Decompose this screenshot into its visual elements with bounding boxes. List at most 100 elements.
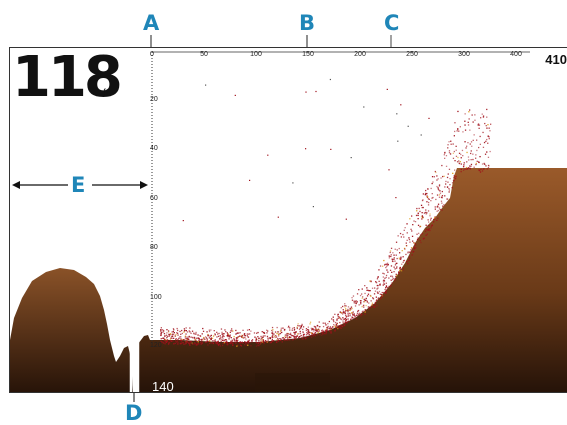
sonar-return	[212, 340, 214, 342]
sonar-return	[353, 314, 355, 316]
sonar-return	[417, 224, 420, 226]
sonar-return	[472, 139, 474, 141]
sonar-return	[314, 333, 316, 335]
sonar-return	[168, 333, 170, 335]
sonar-return	[229, 331, 231, 333]
sonar-return	[354, 316, 356, 318]
sonar-return	[449, 153, 452, 155]
sonar-return	[461, 149, 464, 152]
sonar-return	[469, 143, 471, 145]
sonar-return	[385, 291, 387, 294]
sonar-return	[332, 319, 335, 321]
sonar-return	[267, 337, 269, 339]
sonar-return	[335, 324, 337, 326]
sonar-image	[10, 51, 567, 392]
sonar-return	[283, 329, 286, 331]
sonar-return	[235, 329, 237, 332]
sonar-return	[302, 338, 304, 340]
sonar-return	[279, 338, 281, 340]
sonar-return	[201, 333, 203, 335]
sonar-return	[294, 332, 296, 334]
sonar-return	[302, 331, 304, 333]
sonar-return	[237, 336, 239, 338]
sonar-return	[273, 333, 275, 335]
sonar-return	[430, 227, 432, 229]
sonar-returns	[160, 78, 492, 347]
sonar-return	[428, 201, 430, 204]
sonar-return	[284, 339, 286, 342]
sonar-return	[303, 336, 306, 338]
sonar-return	[336, 322, 338, 324]
sonar-return	[201, 342, 204, 344]
sonar-return	[455, 149, 457, 151]
sonar-return	[385, 274, 388, 277]
sonar-return	[416, 207, 418, 210]
sonar-return	[174, 342, 176, 344]
sonar-return	[466, 151, 468, 154]
sonar-return	[368, 306, 370, 308]
sonar-return	[186, 331, 189, 333]
sonar-return	[277, 331, 279, 333]
sonar-return	[342, 309, 344, 311]
sonar-return	[203, 336, 205, 339]
sonar-return	[347, 320, 350, 322]
sonar-display[interactable]: E 118 ft 0 50 100 150 200 250 300 400 41…	[9, 47, 567, 393]
sonar-return	[450, 140, 452, 142]
sonar-return	[339, 321, 341, 324]
sonar-return	[453, 150, 455, 153]
sonar-return	[229, 342, 231, 344]
sonar-return	[359, 294, 362, 297]
sonar-return	[311, 333, 313, 335]
sonar-return	[376, 288, 378, 290]
sonar-return	[313, 328, 315, 331]
sonar-return	[396, 257, 398, 260]
sonar-return	[327, 325, 329, 328]
sonar-return	[261, 331, 263, 333]
sonar-return	[343, 312, 345, 314]
sonar-return	[239, 332, 241, 334]
sonar-return	[350, 306, 353, 308]
sonar-return	[342, 310, 345, 313]
sonar-return	[448, 150, 451, 152]
sonar-return	[269, 342, 271, 344]
sonar-return	[270, 337, 272, 339]
sonar-return	[331, 327, 333, 329]
sonar-return	[261, 338, 263, 340]
sonar-return	[328, 320, 330, 323]
sonar-return	[406, 260, 408, 263]
sonar-return	[220, 338, 222, 340]
sonar-return	[186, 340, 188, 342]
sonar-return	[221, 331, 223, 333]
sonar-return	[445, 165, 448, 167]
sonar-return	[428, 228, 430, 231]
sonar-return	[262, 339, 264, 341]
sonar-return	[379, 265, 382, 267]
sonar-return	[397, 140, 399, 142]
sonar-return	[221, 333, 223, 335]
sonar-return	[217, 340, 220, 342]
sonar-return	[272, 334, 274, 336]
sonar-return	[255, 337, 257, 339]
sonar-return	[342, 313, 344, 315]
sonar-return	[218, 343, 220, 345]
sonar-return	[410, 228, 412, 230]
sonar-return	[426, 195, 428, 197]
sonar-return	[454, 122, 456, 124]
sonar-return	[214, 340, 216, 342]
sonar-return	[486, 116, 488, 118]
sonar-return	[300, 334, 302, 337]
sonar-return	[246, 333, 248, 335]
sonar-return	[472, 121, 474, 123]
sonar-return	[356, 293, 359, 295]
sonar-return	[360, 312, 362, 315]
sonar-return	[165, 334, 168, 336]
sonar-return	[441, 190, 443, 193]
sonar-return	[449, 178, 451, 180]
sonar-return	[220, 340, 222, 342]
sonar-return	[421, 199, 424, 202]
range-tick: 100	[250, 51, 262, 58]
sonar-return	[437, 188, 439, 190]
sonar-return	[241, 336, 244, 338]
sonar-return	[348, 312, 351, 314]
sonar-return	[305, 334, 308, 336]
